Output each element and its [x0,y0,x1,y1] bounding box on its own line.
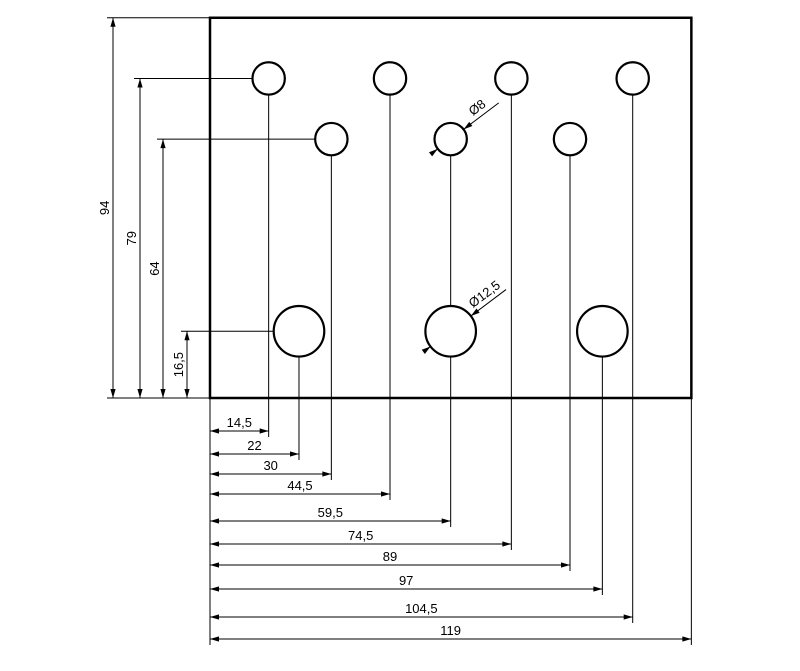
hole-5 [314,121,349,157]
arrowhead-right-22 [289,451,299,457]
dimension-text-79: 79 [124,231,139,245]
hole-3 [494,61,529,96]
diameter-arrow-a-1 [463,121,473,130]
diameter-arrow-a-2 [470,308,480,317]
arrowhead-left-14,5 [210,428,219,434]
dimension-lines-layer [110,17,692,642]
dimension-text-97: 97 [399,573,413,588]
arrowhead-left-119 [210,636,219,642]
arrowhead-top-16,5 [184,331,190,341]
arrowhead-bottom-64 [160,389,166,398]
arrowhead-right-104,5 [623,614,633,620]
dimension-text-30: 30 [263,458,277,473]
hole-1 [251,61,286,96]
arrowhead-right-30 [322,471,332,477]
arrowhead-left-22 [210,451,219,457]
dimension-text-74,5: 74,5 [348,528,373,543]
arrowhead-right-89 [561,562,571,568]
arrowhead-right-74,5 [502,541,512,547]
arrowhead-right-119 [682,636,692,642]
dimension-text-119: 119 [440,623,461,638]
diameter-text-1: Ø8 [466,96,489,118]
arrowhead-left-89 [210,562,219,568]
hole-10 [575,304,629,358]
arrowhead-left-74,5 [210,541,219,547]
arrowhead-right-59,5 [441,518,451,524]
arrowhead-left-44,5 [210,491,219,497]
arrowhead-top-94 [110,17,116,27]
dimension-text-59,5: 59,5 [318,505,343,520]
diameter-arrow-b-1 [429,148,438,157]
arrowhead-right-44,5 [381,491,391,497]
hole-6 [433,121,468,157]
arrowhead-left-104,5 [210,614,219,620]
diameter-arrow-b-2 [421,346,431,354]
dimension-text-16,5: 16,5 [171,352,186,377]
arrowhead-top-79 [137,78,143,88]
hole-4 [615,61,650,96]
hole-2 [372,61,408,96]
arrowhead-right-14,5 [259,428,269,434]
arrowhead-left-97 [210,586,219,592]
holes-layer [251,61,650,358]
dimension-text-89: 89 [383,549,397,564]
dimension-text-94: 94 [97,201,112,215]
arrowhead-bottom-16,5 [184,389,190,398]
arrowhead-top-64 [160,139,166,149]
plate-outline [208,16,693,400]
dimension-text-104,5: 104,5 [405,601,438,616]
arrowhead-left-30 [210,471,219,477]
dimension-text-22: 22 [247,438,261,453]
dimension-text-14,5: 14,5 [227,415,252,430]
dimension-text-64: 64 [147,261,162,275]
hole-9 [424,304,478,358]
dimension-text-44,5: 44,5 [287,478,312,493]
arrowhead-bottom-79 [137,389,143,398]
arrowhead-left-59,5 [210,518,219,524]
arrowhead-right-97 [593,586,603,592]
hole-8 [272,304,326,358]
hole-7 [552,121,588,157]
arrowhead-bottom-94 [110,389,116,398]
